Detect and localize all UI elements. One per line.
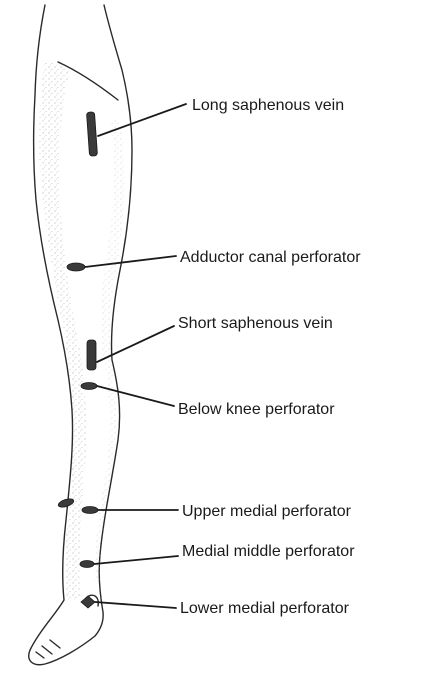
leader-medial-middle-perforator <box>94 556 178 564</box>
leg-shading-lateral <box>39 60 86 600</box>
label-short-saphenous-vein: Short saphenous vein <box>178 315 333 332</box>
leg-shading-medial <box>94 120 124 580</box>
label-long-saphenous-vein: Long saphenous vein <box>192 97 344 114</box>
long-saphenous-vein-marker <box>86 112 97 156</box>
labels: Long saphenous vein Adductor canal perfo… <box>178 97 361 617</box>
upper-medial-perforator-marker <box>82 507 98 514</box>
label-upper-medial-perforator: Upper medial perforator <box>182 503 352 520</box>
label-medial-middle-perforator: Medial middle perforator <box>182 543 355 560</box>
leader-adductor-canal-perforator <box>85 256 176 267</box>
leader-below-knee-perforator <box>97 386 174 406</box>
toe-lines <box>36 640 60 658</box>
leader-lower-medial-perforator <box>95 602 176 608</box>
label-lower-medial-perforator: Lower medial perforator <box>180 600 350 617</box>
short-saphenous-vein-marker <box>87 340 96 370</box>
label-adductor-canal-perforator: Adductor canal perforator <box>180 249 361 266</box>
label-below-knee-perforator: Below knee perforator <box>178 401 335 418</box>
below-knee-perforator-marker <box>81 383 97 390</box>
adductor-canal-perforator-marker <box>67 263 85 271</box>
lower-medial-perforator-marker <box>81 596 95 608</box>
medial-middle-perforator-marker <box>80 561 94 568</box>
